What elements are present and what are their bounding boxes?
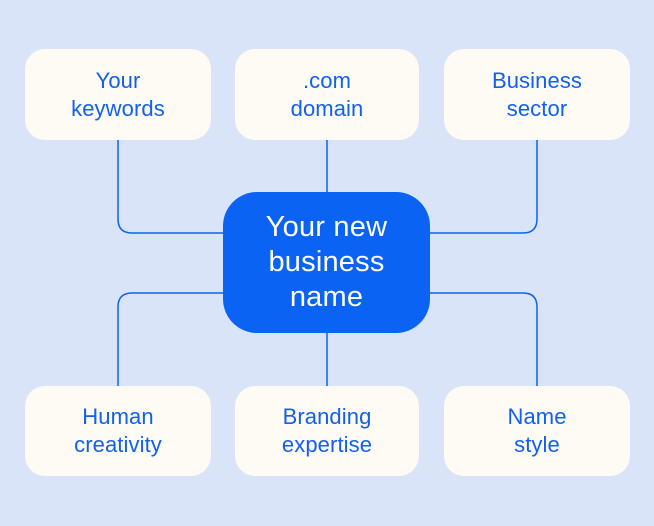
node-label-line: Branding [282,404,372,429]
connector-business-sector [430,140,538,234]
node-label-line: domain [290,95,364,121]
node-label-line: creativity [74,432,162,457]
node-label-line: expertise [281,432,373,457]
center-label-line: Your new [265,211,388,243]
node-label-line: Human [82,404,154,429]
connector-name-style [430,292,538,386]
node-label-line: style [514,432,560,457]
node-name-style: Name style [444,386,630,476]
connector-human-creativity [117,292,223,386]
node-branding-expertise: Branding expertise [235,386,419,476]
center-label-line: name [289,281,364,313]
node-your-keywords: Your keywords [25,49,211,140]
center-label-line: business [268,246,385,278]
node-com-domain: .com domain [235,49,419,140]
node-label-line: Your [95,67,141,93]
node-label-line: .com [302,67,352,93]
node-center-your-new-business-name: Your new business name [223,192,430,333]
node-human-creativity: Human creativity [25,386,211,476]
node-label-line: sector [506,95,568,121]
node-label-line: Name [507,404,567,429]
node-business-sector: Business sector [444,49,630,140]
node-label-line: Business [491,67,583,93]
node-label-line: keywords [71,95,165,121]
connector-your-keywords [117,140,223,234]
